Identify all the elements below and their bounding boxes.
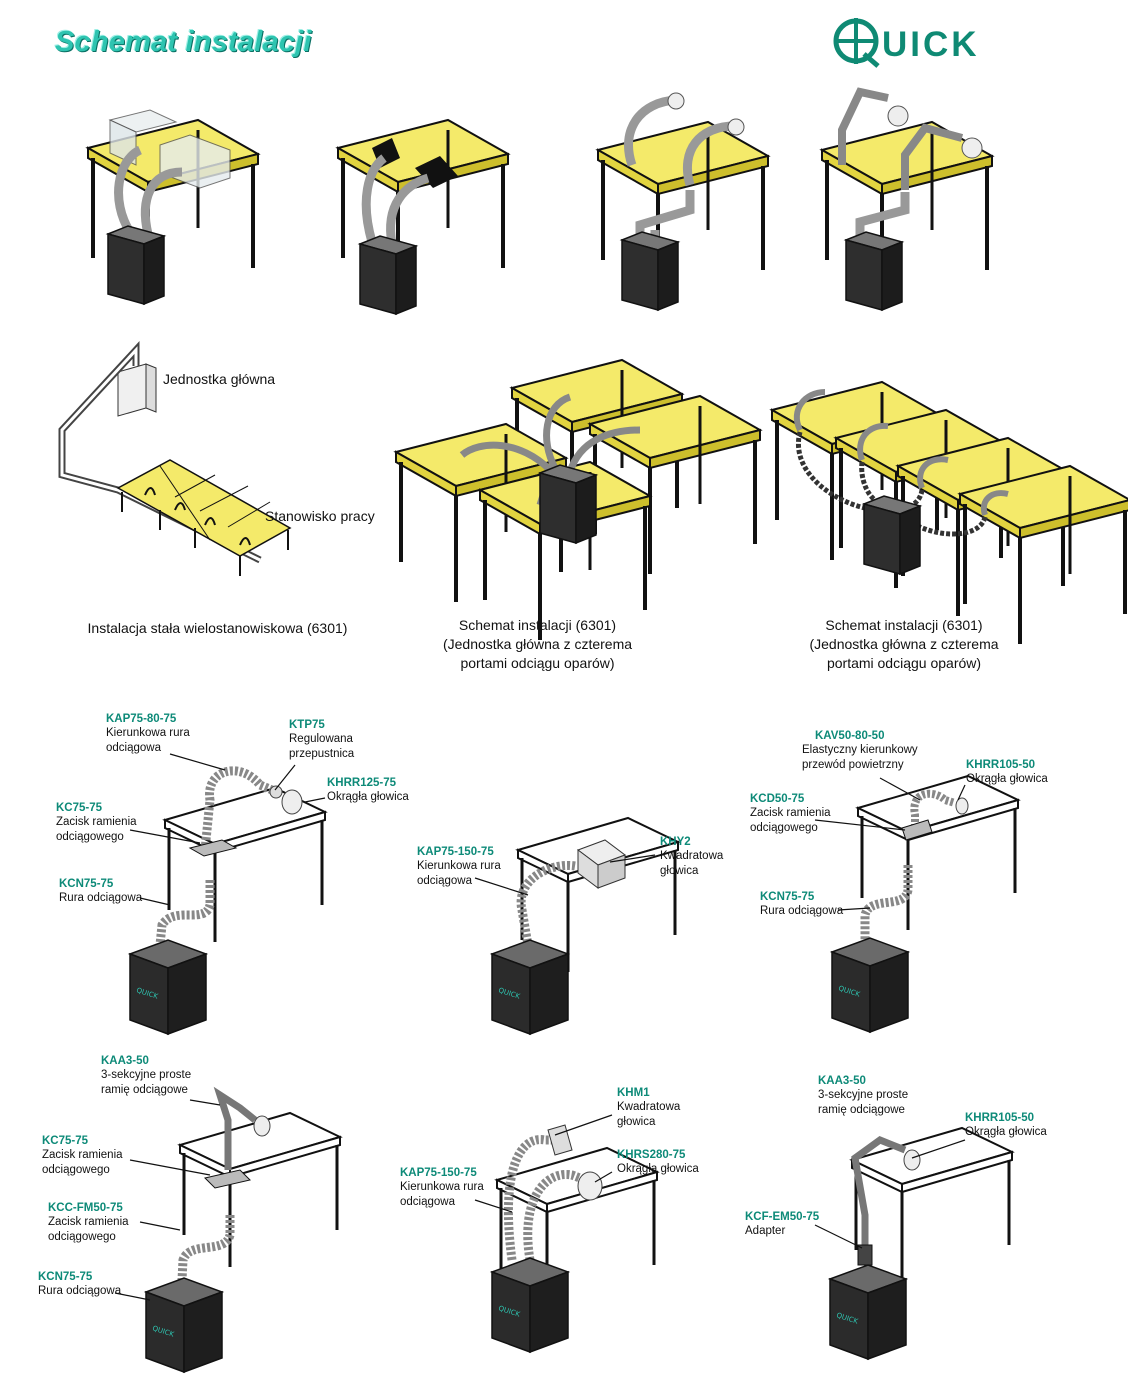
part-label: KHRR105-50 Okrągła głowica bbox=[965, 1111, 1047, 1140]
part-label: KCF-EM50-75 Adapter bbox=[745, 1210, 819, 1239]
scene-row1-1 bbox=[86, 109, 260, 305]
part-code: KCD50-75 bbox=[750, 793, 805, 805]
part-desc: Okrągła głowica bbox=[327, 791, 409, 803]
part-label: KAP75-80-75 Kierunkowa rura odciągowa bbox=[106, 712, 190, 756]
part-desc: Rura odciągowa bbox=[760, 905, 844, 917]
part-label: KHM1 Kwadratowa głowica bbox=[617, 1086, 680, 1130]
part-label: KCD50-75 Zacisk ramienia odciągowego bbox=[750, 792, 831, 836]
main-unit-label: Jednostka główna bbox=[163, 371, 276, 387]
part-label: KCC-FM50-75 Zacisk ramienia odciągowego bbox=[48, 1201, 129, 1245]
part-code: KHRR105-50 bbox=[966, 759, 1036, 771]
part-label: KC75-75 Zacisk ramienia odciągowego bbox=[56, 801, 137, 845]
logo-text: UICK bbox=[882, 25, 980, 64]
part-desc: Elastyczny kierunkowy przewód powietrzny bbox=[802, 744, 918, 771]
part-desc: Regulowana przepustnica bbox=[289, 733, 355, 760]
caption-four-port-1: Schemat instalacji (6301) (Jednostka głó… bbox=[442, 617, 633, 671]
part-desc: Zacisk ramienia odciągowego bbox=[42, 1149, 123, 1176]
part-code: KC75-75 bbox=[56, 802, 103, 814]
part-desc: Kierunkowa rura odciągowa bbox=[106, 727, 190, 754]
part-code: KCN75-75 bbox=[59, 878, 114, 890]
caption-fixed-install: Instalacja stała wielostanowiskowa (6301… bbox=[87, 620, 348, 636]
scene-row2-four-port-2 bbox=[770, 380, 1128, 646]
part-label: KAA3-50 3-sekcyjne proste ramię odciągow… bbox=[101, 1054, 191, 1098]
part-code: KHM1 bbox=[617, 1087, 650, 1099]
leader-lines bbox=[114, 753, 966, 1301]
part-desc: Zacisk ramienia odciągowego bbox=[48, 1216, 129, 1243]
part-desc: 3-sekcyjne proste ramię odciągowe bbox=[101, 1069, 192, 1096]
quick-logo: UICK bbox=[832, 14, 1022, 70]
part-desc: Zacisk ramienia odciągowego bbox=[750, 807, 831, 834]
scene-row4-1 bbox=[145, 1086, 342, 1373]
part-label: KAA3-50 3-sekcyjne proste ramię odciągow… bbox=[818, 1074, 908, 1118]
part-desc: Rura odciągowa bbox=[59, 892, 143, 904]
part-desc: Adapter bbox=[745, 1225, 786, 1237]
part-code: KHY2 bbox=[660, 836, 691, 848]
part-code: KC75-75 bbox=[42, 1135, 89, 1147]
part-label: KCN75-75 Rura odciągowa bbox=[59, 877, 142, 906]
caption-four-port-2: Schemat instalacji (6301) (Jednostka głó… bbox=[809, 617, 999, 671]
part-label: KTP75 Regulowana przepustnica bbox=[289, 718, 354, 762]
part-code: KCC-FM50-75 bbox=[48, 1202, 123, 1214]
part-code: KAA3-50 bbox=[101, 1055, 149, 1067]
part-label: KAV50-80-50 Elastyczny kierunkowy przewó… bbox=[802, 729, 918, 773]
scene-row1-3 bbox=[596, 92, 770, 311]
part-desc: Rura odciągowa bbox=[38, 1285, 122, 1297]
part-desc: Okrągła głowica bbox=[965, 1126, 1047, 1138]
scene-row3-1 bbox=[129, 766, 327, 1035]
part-code: KAP75-80-75 bbox=[106, 713, 177, 725]
part-code: KAP75-150-75 bbox=[417, 846, 494, 858]
part-desc: Okrągła głowica bbox=[617, 1163, 699, 1175]
part-code: KCN75-75 bbox=[760, 891, 815, 903]
workstation-label: Stanowisko pracy bbox=[265, 508, 375, 524]
page-title: Schemat instalacji bbox=[55, 26, 312, 58]
scene-row1-4 bbox=[820, 87, 994, 311]
part-desc: Okrągła głowica bbox=[966, 773, 1048, 785]
part-code: KAV50-80-50 bbox=[815, 730, 885, 742]
part-code: KHRR125-75 bbox=[327, 777, 397, 789]
scene-row2-four-port-1 bbox=[394, 358, 762, 642]
part-desc: 3-sekcyjne proste ramię odciągowe bbox=[818, 1089, 909, 1116]
part-code: KTP75 bbox=[289, 719, 325, 731]
part-label: KCN75-75 Rura odciągowa bbox=[760, 890, 843, 919]
scene-row4-2 bbox=[491, 1124, 659, 1353]
part-code: KAP75-150-75 bbox=[400, 1167, 477, 1179]
part-label: KHY2 Kwadratowa głowica bbox=[660, 835, 723, 879]
part-label: KCN75-75 Rura odciągowa bbox=[38, 1270, 121, 1299]
part-label: KAP75-150-75 Kierunkowa rura odciągowa bbox=[400, 1166, 484, 1210]
part-code: KAA3-50 bbox=[818, 1075, 866, 1087]
scene-row1-2 bbox=[336, 118, 510, 315]
scene-row2-fixed-install bbox=[58, 341, 292, 576]
part-label: KHRR125-75 Okrągła głowica bbox=[327, 776, 409, 805]
part-code: KCF-EM50-75 bbox=[745, 1211, 820, 1223]
part-code: KHRR105-50 bbox=[965, 1112, 1035, 1124]
scene-row3-3 bbox=[831, 774, 1020, 1033]
part-desc: Kierunkowa rura odciągowa bbox=[400, 1181, 484, 1208]
quick-logo-icon bbox=[833, 18, 880, 68]
scene-row4-3 bbox=[829, 1126, 1014, 1360]
part-code: KHRS280-75 bbox=[617, 1149, 686, 1161]
part-desc: Zacisk ramienia odciągowego bbox=[56, 816, 137, 843]
scene-row3-2 bbox=[491, 816, 680, 1035]
part-code: KCN75-75 bbox=[38, 1271, 93, 1283]
part-label: KC75-75 Zacisk ramienia odciągowego bbox=[42, 1134, 123, 1178]
part-label: KAP75-150-75 Kierunkowa rura odciągowa bbox=[417, 845, 501, 889]
part-label: KHRS280-75 Okrągła głowica bbox=[617, 1148, 699, 1177]
part-desc: Kwadratowa głowica bbox=[617, 1101, 681, 1128]
part-label: KHRR105-50 Okrągła głowica bbox=[966, 758, 1048, 787]
part-desc: Kwadratowa głowica bbox=[660, 850, 724, 877]
part-desc: Kierunkowa rura odciągowa bbox=[417, 860, 501, 887]
